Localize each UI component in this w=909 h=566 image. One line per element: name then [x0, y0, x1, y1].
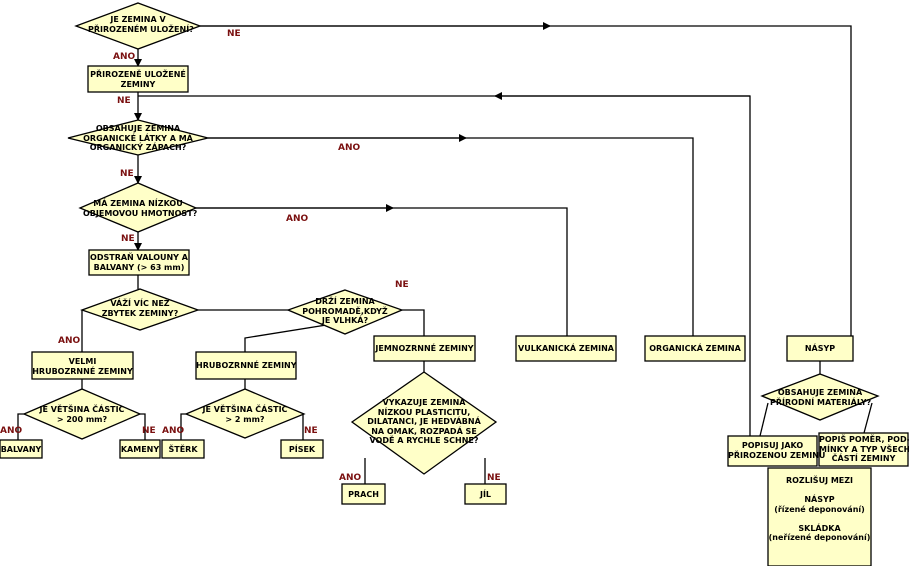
decision-200mm — [22, 388, 142, 440]
box-silt — [341, 483, 386, 505]
box-cobbles — [119, 439, 161, 459]
decision-plasticity — [350, 371, 498, 475]
decision-2mm — [184, 388, 306, 439]
box-describe-ratio — [818, 432, 909, 467]
edge-label-organic-no: NE — [120, 169, 134, 179]
box-fine — [373, 335, 476, 362]
decision-natural-material — [760, 373, 880, 421]
edge-label-low-density-yes: ANO — [286, 214, 309, 224]
box-very-coarse — [31, 351, 134, 380]
decision-organic — [67, 119, 209, 156]
edge-label-2-no: NE — [304, 426, 318, 436]
box-boulders — [0, 439, 43, 459]
box-volcanic — [515, 335, 617, 362]
edge-label-2-yes: ANO — [162, 426, 185, 436]
box-fill — [786, 335, 854, 362]
edge-label-natural-no: NE — [227, 29, 241, 39]
box-gravel — [161, 439, 205, 459]
decision-heavier — [80, 288, 200, 331]
connector-lines — [17, 22, 873, 484]
edge-label-plasticity-no: NE — [487, 473, 501, 483]
box-distinguish — [767, 467, 872, 566]
edge-label-heavier-yes: ANO — [58, 336, 81, 346]
edge-label-200-no: NE — [142, 426, 156, 436]
box-natural-soils — [87, 65, 189, 93]
decision-sticks — [286, 289, 404, 335]
decision-natural — [74, 2, 202, 50]
edge-label-sticks-no: NE — [395, 280, 409, 290]
box-organic — [644, 335, 746, 362]
edge-label-plasticity-yes: ANO — [339, 473, 362, 483]
box-sand — [280, 439, 324, 459]
edge-label-organic-yes: ANO — [338, 143, 361, 153]
box-clay — [464, 483, 507, 505]
decision-low-density — [78, 182, 198, 233]
box-describe-natural — [727, 435, 818, 467]
box-remove-cobbles — [88, 249, 190, 276]
edge-label-200-yes: ANO — [0, 426, 23, 436]
edge-label-natural-yes: ANO — [113, 52, 136, 62]
box-coarse — [195, 351, 297, 380]
edge-label-natural-soils-no: NE — [117, 96, 131, 106]
edge-label-low-density-no: NE — [121, 234, 135, 244]
